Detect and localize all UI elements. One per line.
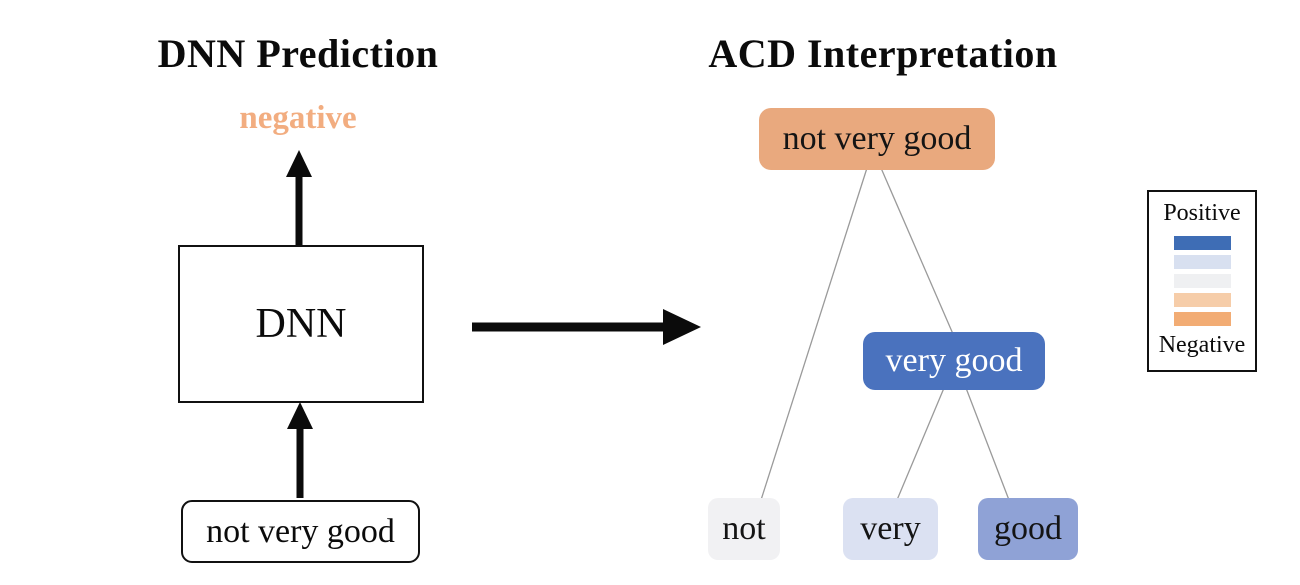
dnn-box: DNN xyxy=(178,245,424,403)
tree-leaf-very-label: very xyxy=(860,510,921,547)
dnn-input-arrow xyxy=(287,402,313,498)
legend-swatch-weak-negative xyxy=(1174,293,1231,307)
dnn-to-acd-arrow xyxy=(472,309,701,345)
tree-leaf-good-label: good xyxy=(994,510,1062,547)
tree-phrase-node: very good xyxy=(863,332,1045,390)
tree-phrase-label: very good xyxy=(885,342,1023,379)
legend-positive-label: Positive xyxy=(1163,200,1241,226)
input-sentence-box: not very good xyxy=(181,500,420,563)
tree-root-label: not very good xyxy=(782,120,972,157)
legend-negative-label: Negative xyxy=(1158,332,1246,358)
left-panel-title: DNN Prediction xyxy=(157,31,439,76)
tree-leaf-not-label: not xyxy=(722,510,766,547)
legend-swatch-strong-positive xyxy=(1174,236,1231,250)
edge-root-to-not xyxy=(760,167,868,501)
legend-swatch-strong-negative xyxy=(1174,312,1231,326)
dnn-output-arrow xyxy=(286,150,312,246)
edge-verygood-to-good xyxy=(965,387,1010,501)
tree-leaf-not: not xyxy=(708,498,780,560)
dnn-box-label: DNN xyxy=(255,301,347,347)
right-panel-title: ACD Interpretation xyxy=(708,31,1058,76)
color-legend: Positive Negative xyxy=(1147,190,1257,372)
edge-verygood-to-very xyxy=(896,387,945,501)
prediction-label: negative xyxy=(239,100,357,136)
tree-leaf-very: very xyxy=(843,498,938,560)
legend-swatch-neutral xyxy=(1174,274,1231,288)
edge-root-to-verygood xyxy=(880,167,954,335)
input-sentence-label: not very good xyxy=(206,512,395,550)
tree-root-node: not very good xyxy=(759,108,995,170)
tree-leaf-good: good xyxy=(978,498,1078,560)
legend-swatch-weak-positive xyxy=(1174,255,1231,269)
